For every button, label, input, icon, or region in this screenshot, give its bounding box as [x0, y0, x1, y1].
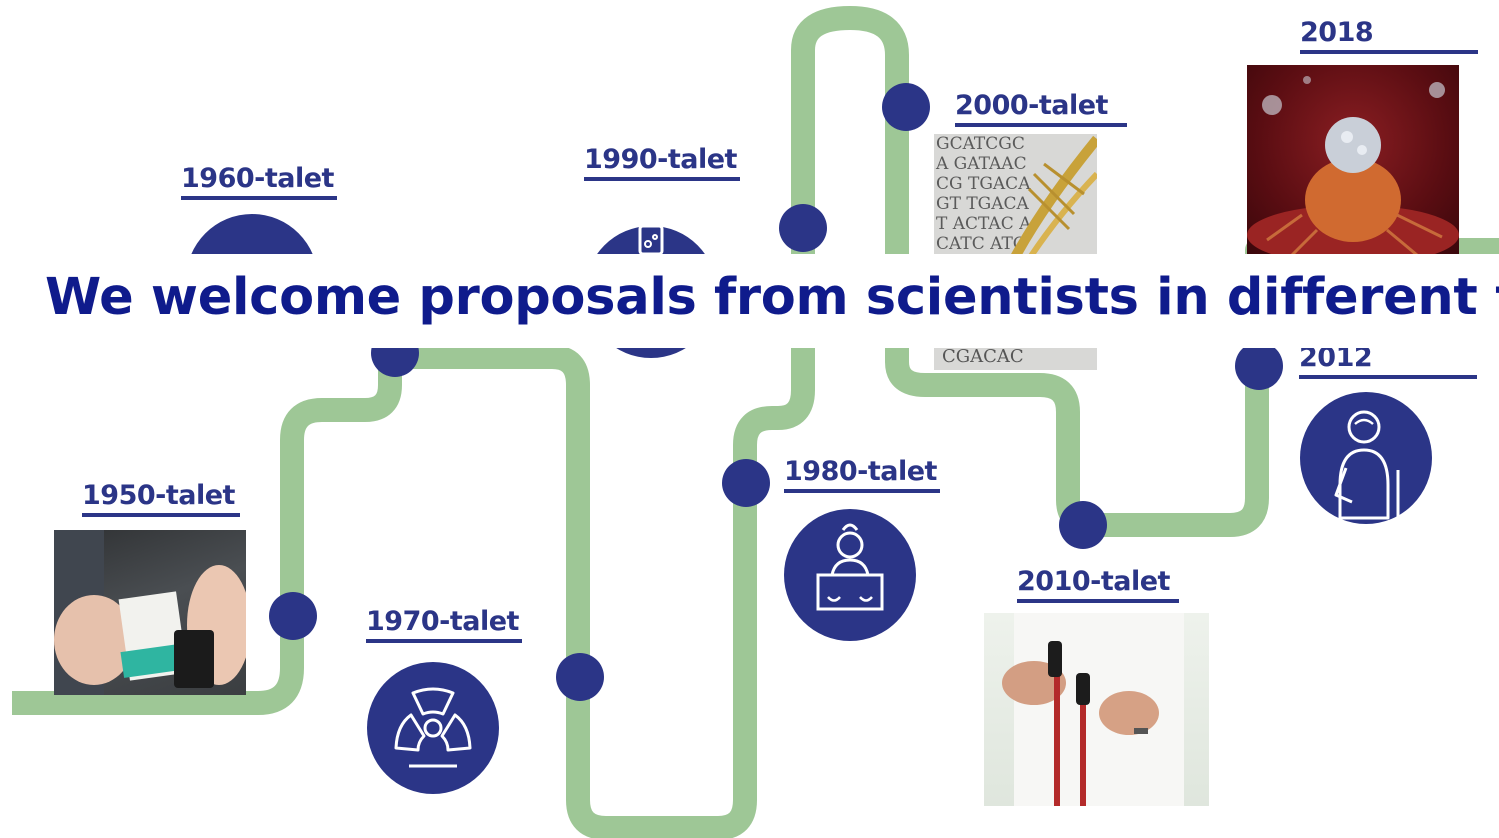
banner-text: We welcome proposals from scientists in … [45, 268, 1499, 327]
underline-2018 [1300, 50, 1478, 54]
underline-1980 [784, 489, 940, 493]
timeline-path [12, 6, 1499, 838]
dna-letters-bottom: CGACAC [942, 346, 1024, 367]
cigarette-pack-photo [54, 530, 246, 695]
label-2000: 2000-talet [955, 90, 1108, 121]
node-2010 [1059, 501, 1107, 549]
node-1980 [722, 459, 770, 507]
patient-icon [1300, 392, 1432, 524]
radiation-icon [367, 662, 499, 794]
underline-2000 [955, 123, 1127, 127]
underline-2010 [1017, 599, 1179, 603]
label-2018: 2018 [1300, 17, 1374, 48]
node-2000 [882, 83, 930, 131]
node-1950 [269, 592, 317, 640]
label-1960: 1960-talet [181, 163, 334, 194]
node-1990 [779, 204, 827, 252]
label-1990: 1990-talet [584, 144, 737, 175]
underline-1990 [584, 177, 740, 181]
node-1970 [556, 653, 604, 701]
label-1950: 1950-talet [82, 480, 235, 511]
label-1970: 1970-talet [366, 606, 519, 637]
nordic-walking-photo [984, 613, 1209, 806]
underline-1960 [181, 196, 337, 200]
label-1980: 1980-talet [784, 456, 937, 487]
underline-2012 [1299, 375, 1477, 379]
node-2012 [1235, 342, 1283, 390]
underline-1950 [82, 513, 240, 517]
mammography-icon [784, 509, 916, 641]
label-2010: 2010-talet [1017, 566, 1170, 597]
underline-1970 [366, 639, 522, 643]
immune-cell-photo [1247, 65, 1459, 255]
banner-background [0, 254, 1499, 348]
